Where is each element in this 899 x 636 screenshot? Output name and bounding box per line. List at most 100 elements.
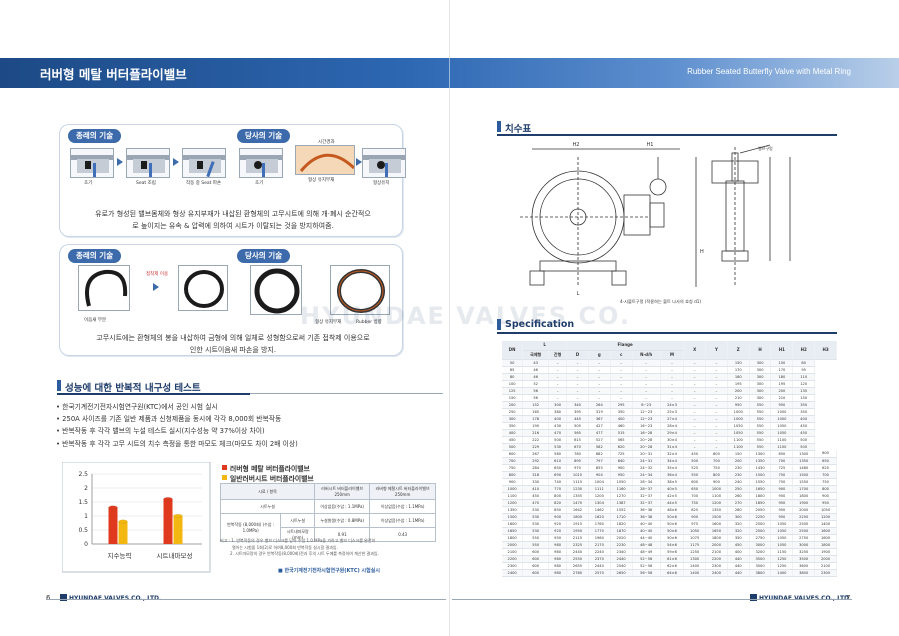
spec-cell: 250 — [727, 485, 750, 493]
spec-cell: 2240 — [588, 548, 611, 556]
spec-cell: 440 — [727, 555, 750, 563]
header-title-english: Rubber Seated Butterfly Valve with Metal… — [687, 67, 851, 76]
spec-cell: 1642 — [566, 506, 589, 514]
spec-cell: 2500 — [749, 520, 772, 528]
spec-cell: 950 — [770, 401, 794, 409]
bullet-text: 한국기계전기전자시험연구원(KTC)에서 공인 시험 실시 — [62, 403, 218, 411]
spec-cell: 1160 — [610, 485, 633, 493]
spec-cell: – — [683, 366, 707, 374]
seat-diagram-assembled — [126, 148, 170, 178]
spec-cell: 950 — [727, 401, 750, 409]
spec-cell: – — [683, 394, 707, 402]
spec-cell: – — [610, 373, 633, 381]
spec-cell: 700 — [683, 492, 707, 500]
watermark: HYUNDAE VALVES CO. — [300, 302, 632, 330]
spec-cell: 650 — [683, 485, 707, 493]
spec-cell: 550 — [749, 408, 772, 416]
spec-cell: 1050 — [770, 541, 794, 549]
spec-cell: 80 — [502, 373, 524, 381]
spec-cell: 1550 — [749, 478, 772, 486]
spec-cell: – — [683, 415, 707, 423]
spec-cell: 1400 — [770, 569, 794, 577]
spec-cell: – — [705, 401, 728, 409]
spec-cell: 600 — [522, 548, 550, 556]
spec-cell: 300 — [548, 401, 568, 409]
spec-cell: – — [548, 380, 568, 388]
chart-bar-cap — [163, 497, 173, 502]
spec-cell: 500 — [502, 443, 524, 451]
spec-cell: 450 — [522, 492, 550, 500]
spec-cell: 1650 — [502, 527, 524, 535]
spec-cell: 2750 — [792, 534, 816, 542]
spec-cell: – — [566, 359, 589, 367]
spec-cell: 1000 — [727, 415, 750, 423]
spec-cell: 200 — [770, 387, 794, 395]
dimension-drawing: H2 H1 H L 밸브구멍 4-시볼트구멍 (적용하는 볼트 나사의 호칭 d… — [520, 142, 791, 305]
spec-cell: 600 — [522, 562, 550, 570]
spec-cell: 650 — [548, 464, 568, 472]
spec-cell: 64×6 — [660, 569, 685, 577]
spec-cell: – — [705, 366, 728, 374]
table-cell: 0.91 — [314, 527, 371, 542]
spec-cell: 284 — [522, 464, 550, 472]
spec-cell: 319 — [588, 408, 611, 416]
spec-cell: – — [566, 394, 589, 402]
spec-cell: 56 — [522, 394, 550, 402]
spec-cell: 1200 — [705, 499, 728, 507]
spec-cell: 28~37 — [632, 485, 661, 493]
spec-cell: – — [705, 415, 728, 423]
spec-cell: – — [705, 429, 728, 437]
spec-cell: 1430 — [749, 464, 772, 472]
legend-item-metal: 러버형 메탈 버터플라이밸브 — [222, 463, 310, 473]
spec-cell: 2100 — [814, 562, 837, 570]
spec-cell: 36×4 — [660, 471, 685, 479]
technology-panel-ring: 종래의 기술 당사의 기술 이음새 부분 접착제 이용 형상 유지부재 Rubb… — [59, 244, 403, 356]
table-cell: 0.43 — [369, 527, 436, 542]
bullet-text: 반복작동 후 각각 밸브의 누설 테스트 실시(지수성능 약 37%이상 차이) — [62, 427, 265, 436]
brand-text: HYUNDAE VALVES CO., LTD. — [759, 595, 851, 602]
spec-cell: 222 — [522, 436, 550, 444]
spec-cell: 900 — [683, 513, 707, 521]
spec-header-l: L — [522, 341, 568, 351]
page-number-left: 6 — [46, 594, 51, 602]
spec-cell: 515 — [610, 429, 633, 437]
spec-cell: 320 — [727, 520, 750, 528]
spec-cell: – — [548, 359, 568, 367]
spec-cell: 980 — [548, 569, 568, 577]
spec-cell: 35×4 — [660, 464, 685, 472]
spec-cell: 600 — [502, 450, 524, 458]
spec-cell: – — [566, 373, 589, 381]
spec-cell: 440 — [727, 562, 750, 570]
spec-cell: 2570 — [588, 569, 611, 577]
spec-cell: 550 — [749, 436, 772, 444]
spec-cell: 3250 — [792, 548, 816, 556]
spec-cell: 410 — [522, 485, 550, 493]
spec-cell: 210 — [770, 394, 794, 402]
spec-cell: 1111 — [588, 485, 611, 493]
spec-cell: 1004 — [588, 478, 611, 486]
footer-brand-left: HYUNDAE VALVES CO., LTD. — [60, 594, 161, 602]
table-cell: 이상없음(수압 : 1.1MPa) — [314, 499, 371, 514]
bullet-text: 반복작동 후 각각 고무 시트의 치수 측정을 통한 마모도 체크(마모도 차이… — [62, 439, 298, 448]
table-cell: 시트누설 — [280, 513, 316, 528]
spec-cell: 2100 — [705, 548, 728, 556]
test-bullet: • 250A 사이즈를 기존 일반 제품과 신청제품을 동시에 각각 8,000… — [56, 415, 282, 424]
spec-cell: 450 — [792, 429, 816, 437]
spec-cell: – — [588, 387, 611, 395]
spec-cell: 582 — [588, 443, 611, 451]
spec-cell: 1480 — [792, 464, 816, 472]
label-shape-member: 형상 유지부재 — [315, 320, 342, 325]
spec-cell: 2200 — [502, 555, 524, 563]
spec-cell: 1650 — [705, 527, 728, 535]
chart-bar — [173, 516, 183, 544]
spec-cell: 620 — [610, 443, 633, 451]
spec-cell: – — [566, 366, 589, 374]
spec-cell: 2170 — [588, 541, 611, 549]
spec-cell: 740 — [548, 478, 568, 486]
spec-cell: 670 — [566, 443, 589, 451]
legend-item-general: 일반러버시트 버터플라이밸브 — [222, 473, 314, 483]
spec-cell: 1250 — [770, 555, 794, 563]
